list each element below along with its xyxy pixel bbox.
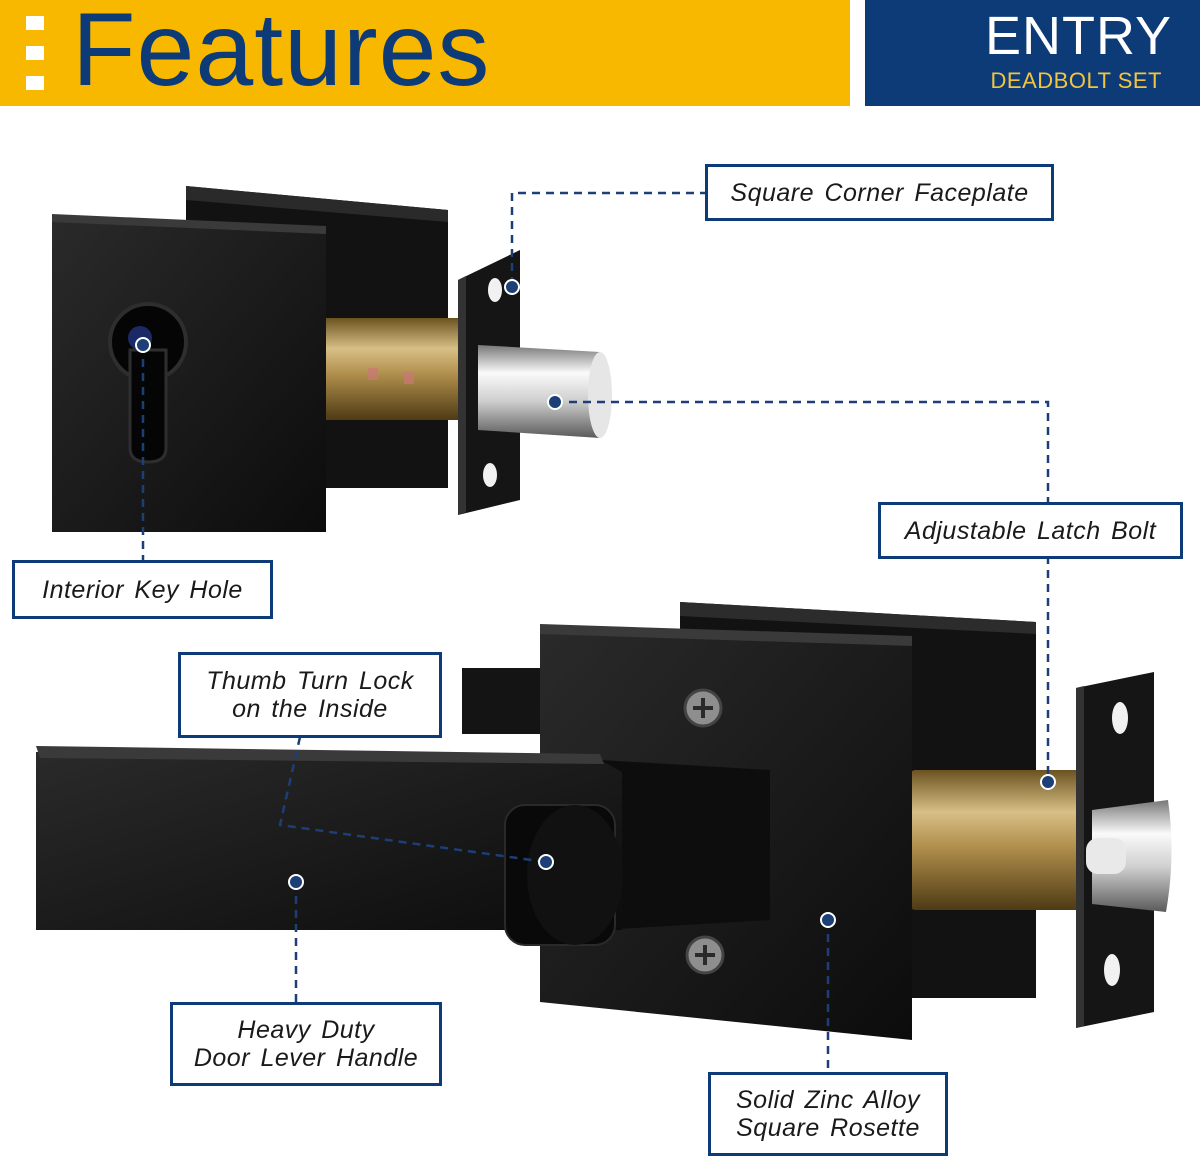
deadbolt-illustration (52, 186, 612, 532)
leader-dots (135, 279, 1056, 928)
callout-interior-key-hole: Interior Key Hole (12, 560, 273, 619)
badge-subtitle: DEADBOLT SET (990, 68, 1162, 93)
lever-illustration (36, 602, 1172, 1040)
leader-lines (141, 191, 1050, 1072)
header-dots-icon (26, 16, 44, 92)
callout-solid-zinc-rosette: Solid Zinc Alloy Square Rosette (708, 1072, 948, 1156)
screw-icon (685, 935, 725, 975)
page-title: Features (72, 0, 491, 108)
badge-title: ENTRY (984, 6, 1172, 66)
callout-square-corner-faceplate: Square Corner Faceplate (705, 164, 1054, 221)
callout-heavy-duty-lever: Heavy Duty Door Lever Handle (170, 1002, 442, 1086)
screw-icon (683, 688, 723, 728)
callout-adjustable-latch-bolt: Adjustable Latch Bolt (878, 502, 1183, 559)
product-badge: ENTRY DEADBOLT SET (865, 0, 1200, 106)
callout-thumb-turn-lock: Thumb Turn Lock on the Inside (178, 652, 442, 738)
header-banner: Features (0, 0, 850, 108)
